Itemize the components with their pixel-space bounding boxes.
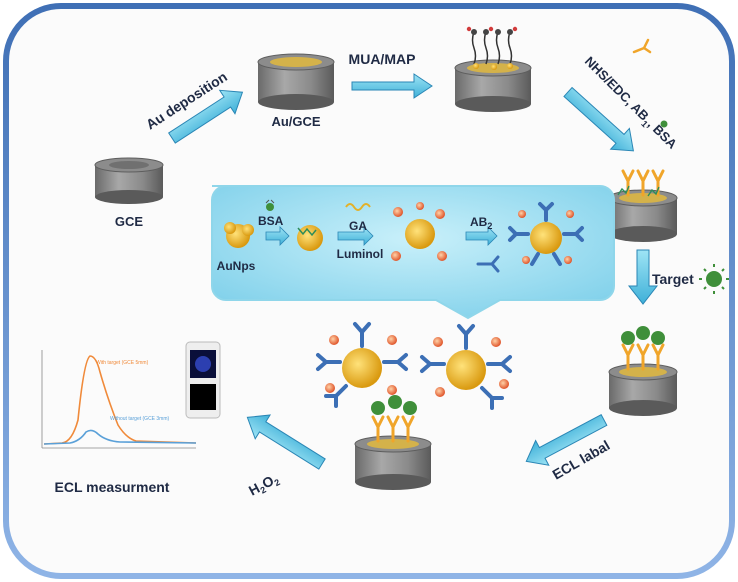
- sam-chains: [471, 31, 513, 65]
- ecl-image-device: [185, 341, 221, 419]
- arrow-h2o2: [246, 414, 326, 470]
- aunps-particle: [224, 222, 254, 248]
- virus-icon: [699, 264, 729, 294]
- synthesis-inset: [211, 185, 615, 320]
- arrow-target: [627, 249, 659, 305]
- label-gce: GCE: [115, 214, 144, 229]
- legend-without-target: Without target (GCE 3mm): [110, 416, 170, 422]
- legend-with-target: With target (GCE 5mm): [96, 360, 149, 366]
- arrow-nhs-edc: [563, 86, 635, 152]
- curve-with-target: [43, 355, 197, 445]
- inset-label-ab2: AB2: [470, 215, 492, 231]
- label-ecl-measurement: ECL measurment: [55, 479, 170, 495]
- bsa-icon: [265, 199, 275, 211]
- luminol-particle: [391, 202, 447, 261]
- inset-label-aunps: AuNps: [217, 259, 256, 273]
- curve-without-target: [43, 429, 197, 445]
- nanoprobe-cluster-left: [316, 322, 408, 408]
- ecl-plot: With target (GCE 5mm) Without target (GC…: [41, 350, 197, 449]
- inset-label-bsa: BSA: [258, 214, 284, 228]
- electrode-au-gce: [257, 53, 335, 110]
- label-mua-map: MUA/MAP: [349, 51, 416, 67]
- bsa-small-icon: [660, 120, 668, 128]
- label-target: Target: [652, 271, 694, 287]
- bsa-coated-particle: [297, 225, 323, 251]
- arrow-au-deposition: [168, 89, 244, 144]
- electrode-ecl-labelled: [354, 395, 432, 490]
- arrow-ecl-label: [525, 414, 608, 466]
- electrode-gce: [94, 157, 164, 204]
- ga-icon: [345, 203, 371, 211]
- electrode-antibody: [608, 169, 678, 242]
- electrode-target: [608, 326, 678, 416]
- inset-label-luminol: Luminol: [337, 247, 384, 261]
- ab2-probe-particle: [508, 202, 584, 266]
- electrode-mua-map: [454, 26, 532, 112]
- arrow-mua-map: [351, 73, 433, 99]
- label-au-gce: Au/GCE: [271, 114, 320, 129]
- inset-label-ga: GA: [349, 219, 367, 233]
- nanoprobe-cluster-right: [420, 324, 512, 410]
- free-antibody-icon: [476, 255, 500, 273]
- antibody-icon: [632, 38, 652, 54]
